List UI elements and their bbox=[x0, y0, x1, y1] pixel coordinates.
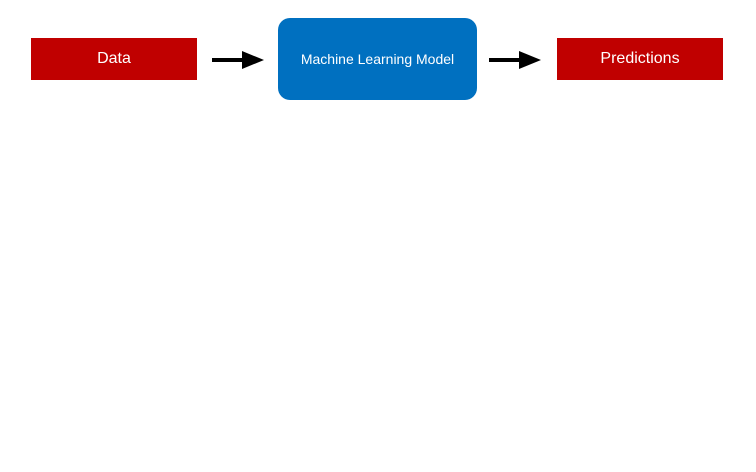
machine-learning-model-node: Machine Learning Model bbox=[278, 18, 477, 100]
predictions-node: Predictions bbox=[557, 38, 723, 80]
arrow-right-icon bbox=[212, 51, 264, 69]
data-node: Data bbox=[31, 38, 197, 80]
arrow-right-icon bbox=[489, 51, 541, 69]
predictions-node-label: Predictions bbox=[600, 50, 680, 67]
model-node-label: Machine Learning Model bbox=[300, 51, 455, 67]
data-node-label: Data bbox=[97, 50, 131, 67]
